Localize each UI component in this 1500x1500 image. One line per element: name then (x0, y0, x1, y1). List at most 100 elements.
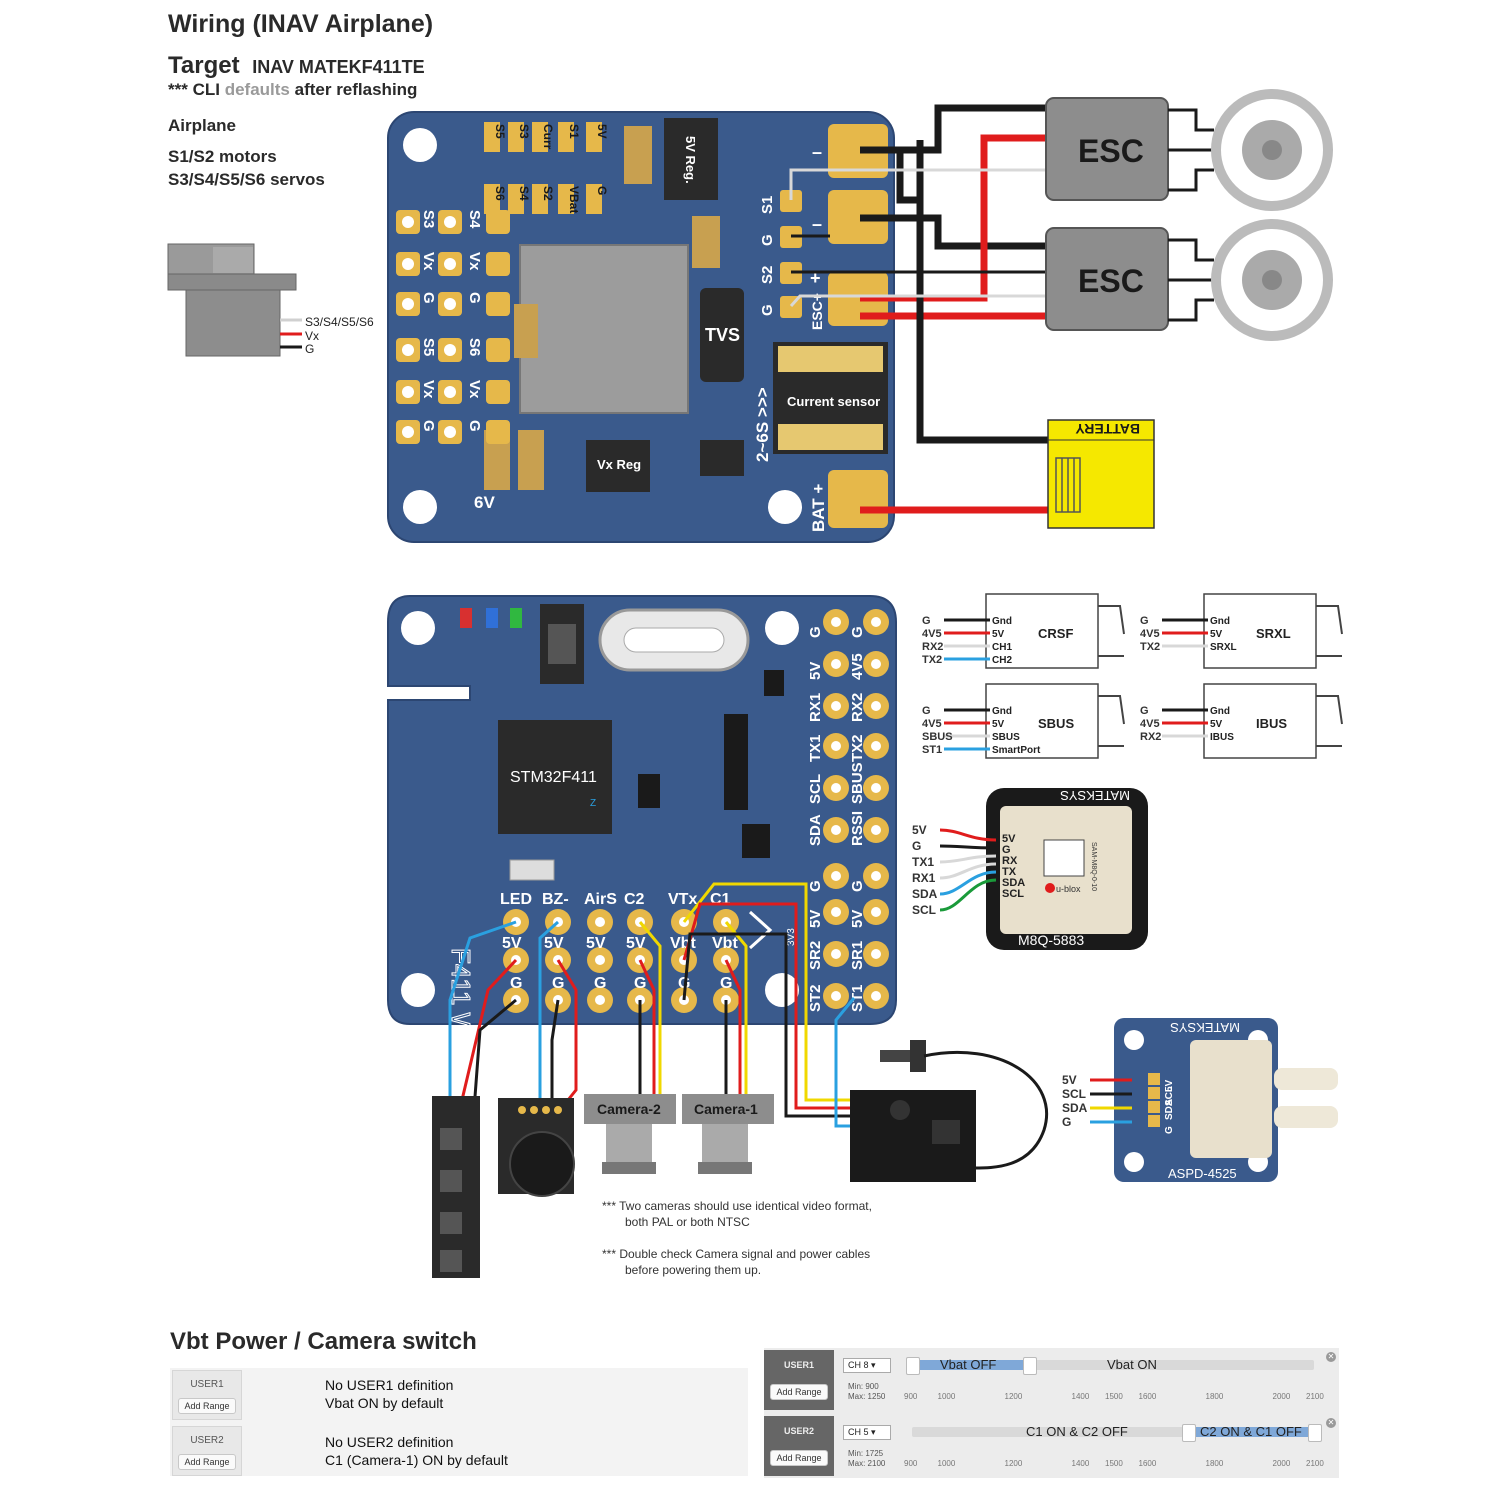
vbt-section-title: Vbt Power / Camera switch (170, 1328, 477, 1355)
aspd-pad (1148, 1115, 1160, 1127)
pdb-top-pad-label: S3 (517, 124, 531, 139)
note-1-line-2: both PAL or both NTSC (625, 1215, 750, 1229)
user1-add-range-button[interactable]: Add Range (178, 1398, 236, 1414)
mode-slider-tick: 1400 (1071, 1459, 1090, 1468)
gps-wire (939, 878, 997, 912)
mode-user1-add-range-button[interactable]: Add Range (770, 1384, 828, 1400)
gps-pin-label: SDA (1002, 877, 1025, 889)
pdb-servo-label-left: G (420, 292, 437, 304)
user1-desc-line-2: Vbat ON by default (325, 1395, 444, 1411)
mode-user1-slider-track[interactable] (912, 1360, 1314, 1370)
pdb-top-pad-label: S5 (493, 124, 507, 139)
pdb-servo-pad-hole (402, 258, 414, 270)
receiver-pin-label: 5V (992, 719, 1005, 730)
gps-wire (939, 844, 997, 850)
mode-user2-add-range-button[interactable]: Add Range (770, 1450, 828, 1466)
note-1-line-1: *** Two cameras should use identical vid… (602, 1199, 872, 1213)
mode-user1-label: USER1 (783, 1360, 814, 1370)
receiver-wire-label: SBUS (922, 731, 953, 743)
pdb-minus-1: – (812, 142, 822, 162)
cli-prefix: *** CLI (168, 80, 220, 99)
mode-slider-tick: 1200 (1004, 1392, 1023, 1401)
pdb-top-pad-label: G (595, 186, 609, 195)
mode-user2-close-icon[interactable]: ✕ (1326, 1418, 1336, 1428)
pdb-s1-label: S1 (759, 196, 776, 214)
mode-user2-max: Max: 2100 (848, 1459, 886, 1468)
fc-bottom-label-g: G (634, 975, 646, 992)
target-label-text: Target (168, 52, 240, 79)
fc-right-pad-hole (831, 825, 841, 835)
pdb-servo-pad-hole (402, 386, 414, 398)
camera-1-icon (682, 1094, 774, 1174)
pdb-vx-reg-label: Vx Reg (597, 457, 641, 472)
receiver-wire-label: TX2 (922, 654, 942, 666)
user2-add-range-button[interactable]: Add Range (178, 1454, 236, 1470)
mode-user2-slider-handle-min[interactable] (1182, 1424, 1197, 1442)
receiver-wire-label: G (922, 615, 931, 627)
pdb-servo-pad-hole (444, 386, 456, 398)
mode-slider-tick: 2000 (1272, 1459, 1291, 1468)
battery-icon (1047, 419, 1155, 529)
mode-user2-min: Min: 1725 (848, 1449, 884, 1458)
aspd-wire-label: SCL (1062, 1087, 1086, 1101)
gps-pin-label: 5V (1002, 833, 1016, 845)
aspd-pin-label: G (1164, 1126, 1175, 1134)
receiver-antenna (1098, 695, 1125, 725)
receiver-antenna (1098, 605, 1125, 635)
servo-icon (167, 243, 302, 357)
receiver-wire-label: RX2 (1140, 731, 1161, 743)
pdb-top-pad-label: S6 (493, 186, 507, 201)
fc-right-pad-hole (871, 701, 881, 711)
fc-bottom-label-5v: 5V (544, 935, 564, 952)
pdb-servo-label-left: Vx (420, 380, 437, 399)
pdb-servo-pad-hole (402, 426, 414, 438)
receiver-name: SRXL (1256, 626, 1291, 641)
receiver-box (985, 683, 1099, 759)
gps-wire-label: RX1 (912, 871, 936, 885)
receiver-wire-label: RX2 (922, 641, 943, 653)
receiver-antenna (1316, 605, 1343, 635)
pdb-servo-pad-hole (444, 216, 456, 228)
gps-wire-label: SCL (912, 903, 936, 917)
motor-wires (1168, 108, 1214, 322)
servo-signal-label: S3/S4/S5/S6 (305, 315, 374, 329)
mode-user1-slider-fill (912, 1360, 1030, 1370)
receiver-pin-label: 5V (1210, 629, 1223, 640)
fc-right-label-col2: RSSI (849, 811, 866, 846)
mode-user1-slider-handle-max[interactable] (1023, 1357, 1038, 1375)
mode-user1-channel-select[interactable]: CH 8 ▾ (843, 1358, 891, 1373)
mode-user1-slider-handle-min[interactable] (906, 1357, 920, 1375)
mode-slider-tick: 1600 (1138, 1459, 1157, 1468)
gps-wire-label: 5V (912, 823, 927, 837)
aspd-module-icon (1114, 1018, 1338, 1182)
pdb-esc-label: ESC+ (809, 293, 825, 330)
mode-user2-slider-handle-max[interactable] (1308, 1424, 1322, 1442)
vbt-left-panel (170, 1368, 748, 1476)
gps-wire-label: G (912, 839, 921, 853)
receiver-pin-label: SmartPort (992, 745, 1041, 756)
pdb-top-pad-label: VBat (567, 186, 581, 213)
gps-brand: MATEKSYS (1060, 788, 1130, 803)
pdb-bat-label: BAT + (809, 484, 828, 532)
fc-right-pad-hole (871, 991, 881, 1001)
receiver-pin-label: Gnd (992, 616, 1012, 627)
fc-bottom-label-5v: Vbt (712, 935, 738, 952)
mode-user2-channel-select[interactable]: CH 5 ▾ (843, 1425, 891, 1440)
pdb-top-pad-label: Curr (541, 124, 555, 150)
mode-user1-close-icon[interactable]: ✕ (1326, 1352, 1336, 1362)
receiver-pin-label: CH2 (992, 655, 1012, 666)
mode-slider-tick: 1600 (1138, 1392, 1157, 1401)
pdb-servo-pad (486, 252, 510, 276)
fc-right-pad-hole (871, 825, 881, 835)
fc-right-pad-hole (871, 659, 881, 669)
servo-g-label: G (305, 342, 314, 356)
mode-user2-slider-track[interactable] (912, 1427, 1314, 1437)
receiver-pin-label: Gnd (992, 706, 1012, 717)
user1-label: USER1 (190, 1379, 224, 1390)
pdb-top-pad-label: S1 (567, 124, 581, 139)
